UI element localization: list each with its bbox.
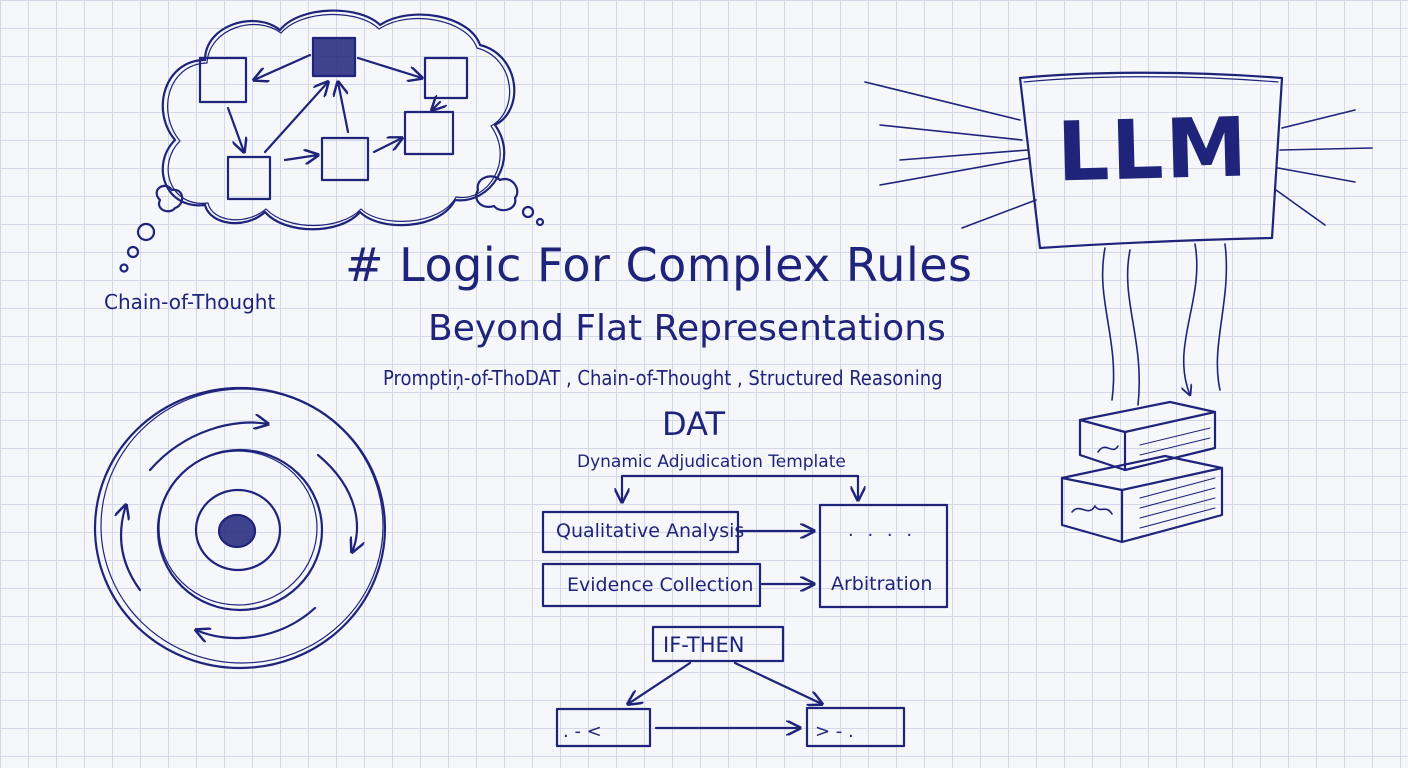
llm-stream <box>1216 243 1228 391</box>
dat-full-name: Dynamic Adjudication Template <box>577 452 846 472</box>
storage-stack <box>1060 400 1224 544</box>
cloud-node-6 <box>226 155 272 201</box>
llm-stream <box>1101 247 1115 401</box>
cloud-arrow <box>263 82 328 154</box>
left-branch-box <box>555 707 652 748</box>
cloud-arrow <box>372 138 402 154</box>
arbitration-label: Arbitration <box>831 573 933 595</box>
page-title: # Logic For Complex Rules <box>345 238 973 292</box>
chain-of-thought-label: Chain-of-Thought <box>104 290 276 314</box>
dat-flow <box>541 474 949 748</box>
llm-banner <box>864 71 1373 406</box>
arbitration-box <box>818 503 949 609</box>
right-branch-box <box>805 706 906 748</box>
keywords-line: Promptiņ-of-ThoDAT , Chain-of-Thought ,… <box>383 366 943 390</box>
cloud-node-2 <box>311 36 357 78</box>
cloud-arrow <box>338 82 350 134</box>
qualitative-analysis-box <box>541 510 740 554</box>
llm-stream <box>1184 243 1198 395</box>
cloud-arrow <box>226 106 244 152</box>
cloud-node-3 <box>423 56 469 100</box>
cloud-graph <box>198 36 469 201</box>
if-then-label: IF-THEN <box>663 633 745 657</box>
cloud-arrow <box>356 56 422 78</box>
cloud-node-5 <box>320 136 370 182</box>
cycle-arrow <box>316 453 357 552</box>
evidence-collection-box <box>541 562 762 608</box>
cycle-arrow <box>121 505 142 592</box>
dat-acronym: DAT <box>662 405 726 443</box>
cloud-node-1 <box>198 56 248 104</box>
llm-label: LLM <box>1055 100 1251 201</box>
llm-stream <box>1126 249 1141 406</box>
if-then-box <box>651 625 785 663</box>
qualitative-analysis-label: Qualitative Analysis <box>556 520 745 542</box>
cycle-arrow <box>148 423 268 472</box>
evidence-collection-label: Evidence Collection <box>567 574 754 596</box>
right-branch-text: > - . <box>815 721 854 742</box>
arbitration-dots: . . . . <box>848 520 916 541</box>
cloud-arrow <box>432 102 440 110</box>
page-subtitle: Beyond Flat Representations <box>428 308 946 349</box>
left-branch-text: . - < <box>563 721 602 742</box>
if-then-left-arrow <box>628 661 692 704</box>
if-then-right-arrow <box>733 661 822 704</box>
thought-cloud <box>119 9 545 273</box>
cloud-node-4 <box>403 110 455 156</box>
cycle-arrow <box>196 606 317 638</box>
cloud-arrow <box>254 53 312 80</box>
cloud-arrow <box>283 155 318 160</box>
dat-split-arrow <box>622 474 858 502</box>
cycle-diagram <box>93 386 387 670</box>
